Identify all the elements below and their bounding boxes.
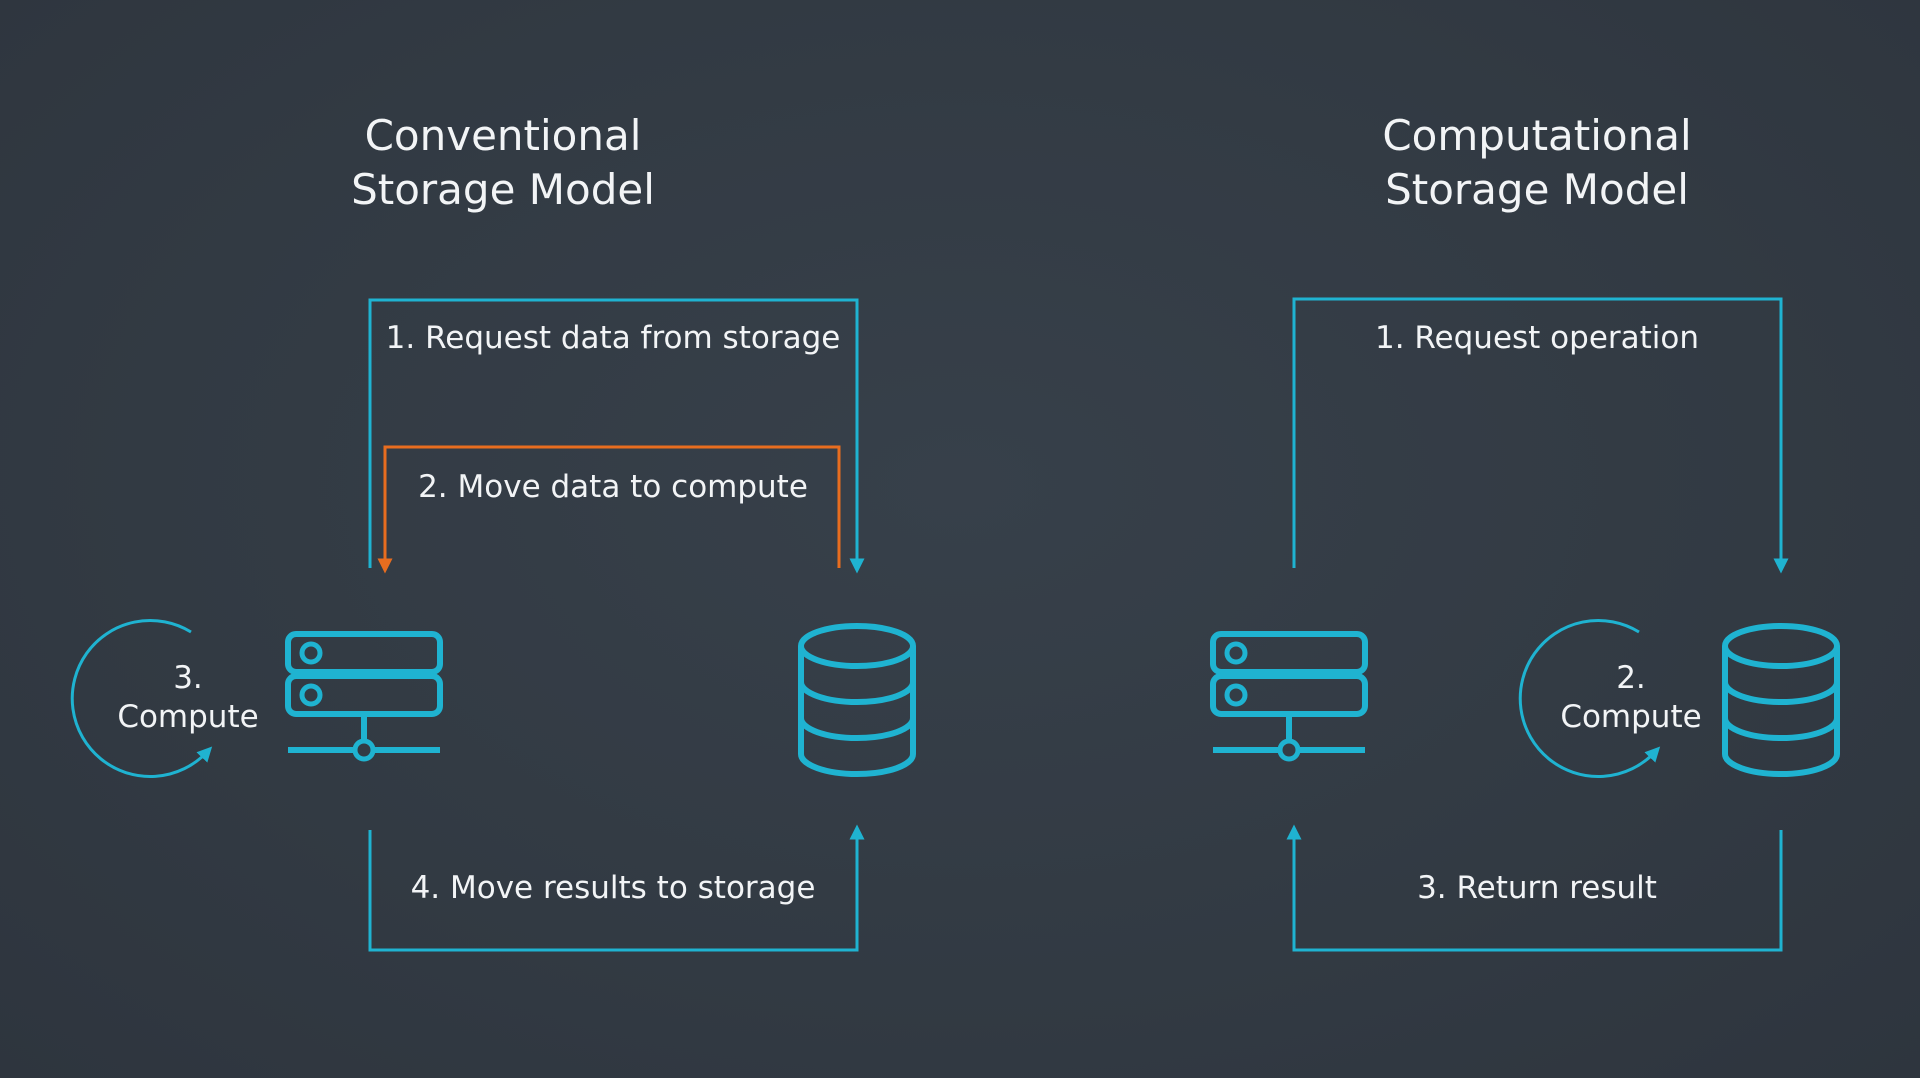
- conventional-step4-label: 4. Move results to storage: [411, 870, 816, 906]
- server-icon: [1213, 634, 1365, 759]
- conventional-compute-label: Compute: [117, 699, 258, 735]
- computational-step3-label: 3. Return result: [1417, 870, 1657, 906]
- move-results-connector: [368, 824, 865, 952]
- computational-step1-label: 1. Request operation: [1375, 320, 1699, 356]
- computational-model: Computational Storage Model 1. Request o…: [1213, 111, 1837, 952]
- circular-arrow-icon: [1518, 619, 1661, 778]
- move-data-connector: [377, 445, 841, 574]
- conventional-title-line1: Conventional: [365, 111, 642, 160]
- computational-compute-number: 2.: [1616, 660, 1646, 696]
- request-operation-connector: [1292, 297, 1789, 574]
- database-icon: [801, 626, 913, 774]
- circular-arrow-icon: [70, 619, 213, 778]
- conventional-title-line2: Storage Model: [351, 165, 655, 214]
- computational-title-line1: Computational: [1382, 111, 1691, 160]
- computational-title-line2: Storage Model: [1385, 165, 1689, 214]
- database-icon: [1725, 626, 1837, 774]
- return-result-connector: [1286, 824, 1783, 952]
- server-icon: [288, 634, 440, 759]
- conventional-step1-label: 1. Request data from storage: [386, 320, 841, 356]
- request-data-connector: [368, 298, 865, 574]
- conventional-step2-label: 2. Move data to compute: [418, 469, 808, 505]
- conventional-compute-number: 3.: [173, 660, 203, 696]
- conventional-model: Conventional Storage Model 1. Request da…: [70, 111, 913, 952]
- computational-compute-label: Compute: [1560, 699, 1701, 735]
